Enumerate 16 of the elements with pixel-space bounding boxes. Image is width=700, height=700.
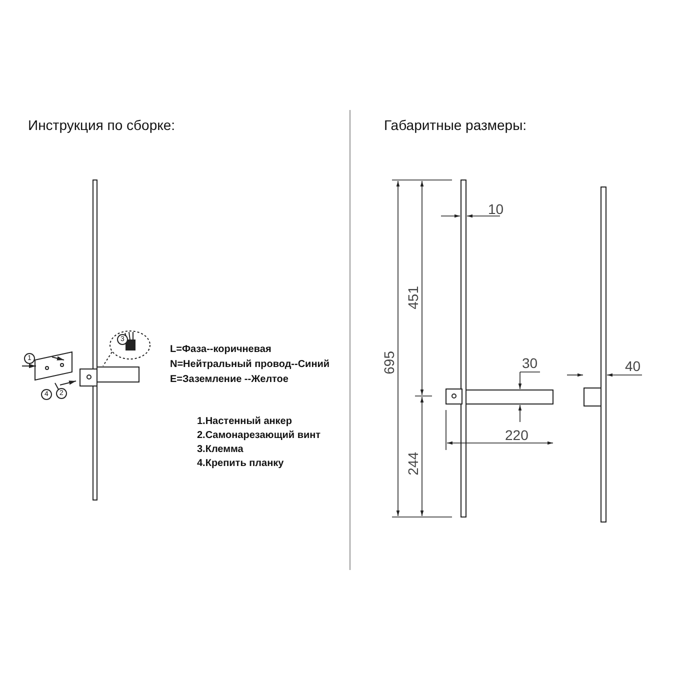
dimension-value: 10: [488, 202, 504, 218]
dimension-value: 40: [625, 359, 641, 374]
wiring-note: N=Нейтральный провод--Синий: [170, 359, 330, 370]
parts-list-item: 1.Настенный анкер: [197, 416, 292, 427]
dimension-value: 244: [406, 452, 422, 476]
parts-list-item: 2.Самонарезающий винт: [197, 430, 321, 441]
dimension-value: 30: [522, 356, 538, 372]
dimension-value: 451: [406, 286, 422, 310]
heading: Габаритные размеры:: [384, 118, 527, 134]
heading: Инструкция по сборке:: [28, 118, 176, 134]
parts-list-item: 4.Крепить планку: [197, 458, 284, 469]
dimension-value: 220: [505, 428, 528, 444]
wiring-note: E=Заземление --Желтое: [170, 374, 288, 385]
wiring-note: L=Фаза--коричневая: [170, 344, 272, 355]
parts-list-item: 3.Клемма: [197, 444, 244, 455]
dimension-value: 695: [382, 351, 398, 374]
